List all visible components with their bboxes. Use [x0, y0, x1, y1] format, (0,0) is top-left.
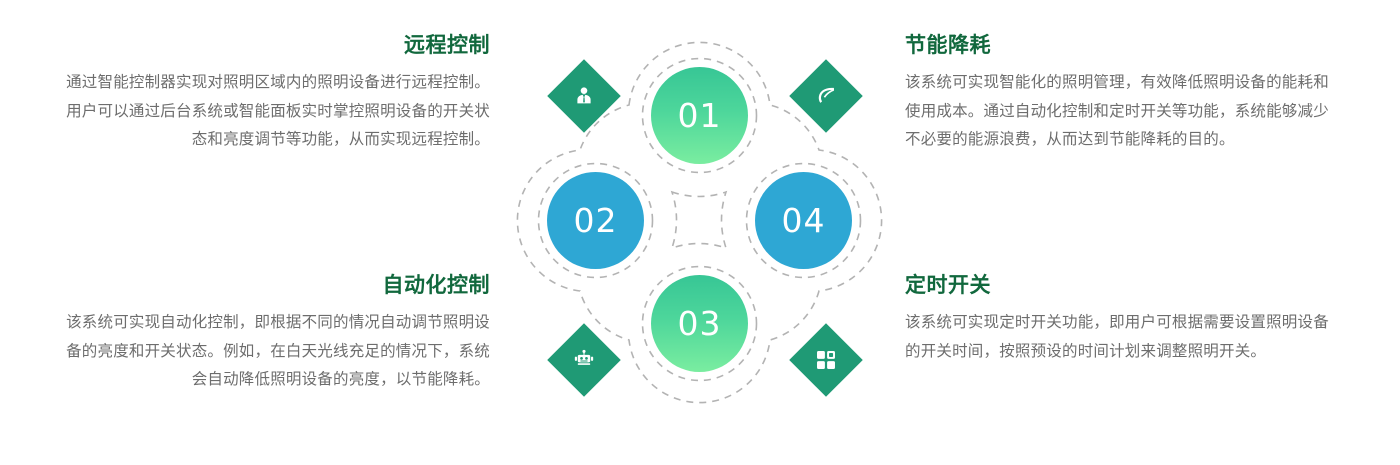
- panel-body-timed-switch: 该系统可实现定时开关功能，即用户可根据需要设置照明设备的开关时间，按照预设的时间…: [905, 314, 1329, 360]
- diagram-node-01[interactable]: 01: [651, 67, 748, 164]
- diagram-node-02[interactable]: 02: [547, 172, 644, 269]
- panel-body-automation-control: 该系统可实现自动化控制，即根据不同的情况自动调节照明设备的亮度和开关状态。例如，…: [66, 314, 490, 388]
- diagram-node-04-number: 04: [781, 201, 826, 240]
- panel-body-energy-saving: 该系统可实现智能化的照明管理，有效降低照明设备的能耗和使用成本。通过自动化控制和…: [905, 74, 1329, 148]
- panel-energy-saving: 节能降耗 该系统可实现智能化的照明管理，有效降低照明设备的能耗和使用成本。通过自…: [905, 32, 1335, 154]
- diagram-node-02-number: 02: [573, 201, 618, 240]
- user-manager-icon: [569, 81, 599, 111]
- diamond-badge-top-right: [789, 59, 863, 133]
- panel-title-automation-control: 自动化控制: [382, 274, 490, 297]
- diagram-node-03[interactable]: 03: [651, 275, 748, 372]
- diamond-badge-top-left: [547, 59, 621, 133]
- grid-squares-icon: [811, 345, 841, 375]
- panel-title-timed-switch: 定时开关: [905, 274, 991, 297]
- panel-remote-control: 远程控制 通过智能控制器实现对照明区域内的照明设备进行远程控制。用户可以通过后台…: [60, 32, 490, 154]
- robot-icon: [569, 345, 599, 375]
- diamond-badge-bottom-left: [547, 323, 621, 397]
- panel-timed-switch: 定时开关 该系统可实现定时开关功能，即用户可根据需要设置照明设备的开关时间，按照…: [905, 272, 1335, 366]
- dashed-decoration: [516, 41, 883, 404]
- center-diagram: 01 02 03 04: [510, 20, 890, 445]
- diamond-badge-bottom-right: [789, 323, 863, 397]
- diagram-node-04[interactable]: 04: [755, 172, 852, 269]
- panel-body-remote-control: 通过智能控制器实现对照明区域内的照明设备进行远程控制。用户可以通过后台系统或智能…: [66, 74, 490, 148]
- panel-title-remote-control: 远程控制: [404, 34, 490, 57]
- diagram-node-01-number: 01: [677, 96, 722, 135]
- panel-title-energy-saving: 节能降耗: [905, 34, 991, 57]
- leaf-icon: [811, 81, 841, 111]
- diagram-node-03-number: 03: [677, 304, 722, 343]
- panel-automation-control: 自动化控制 该系统可实现自动化控制，即根据不同的情况自动调节照明设备的亮度和开关…: [60, 272, 490, 394]
